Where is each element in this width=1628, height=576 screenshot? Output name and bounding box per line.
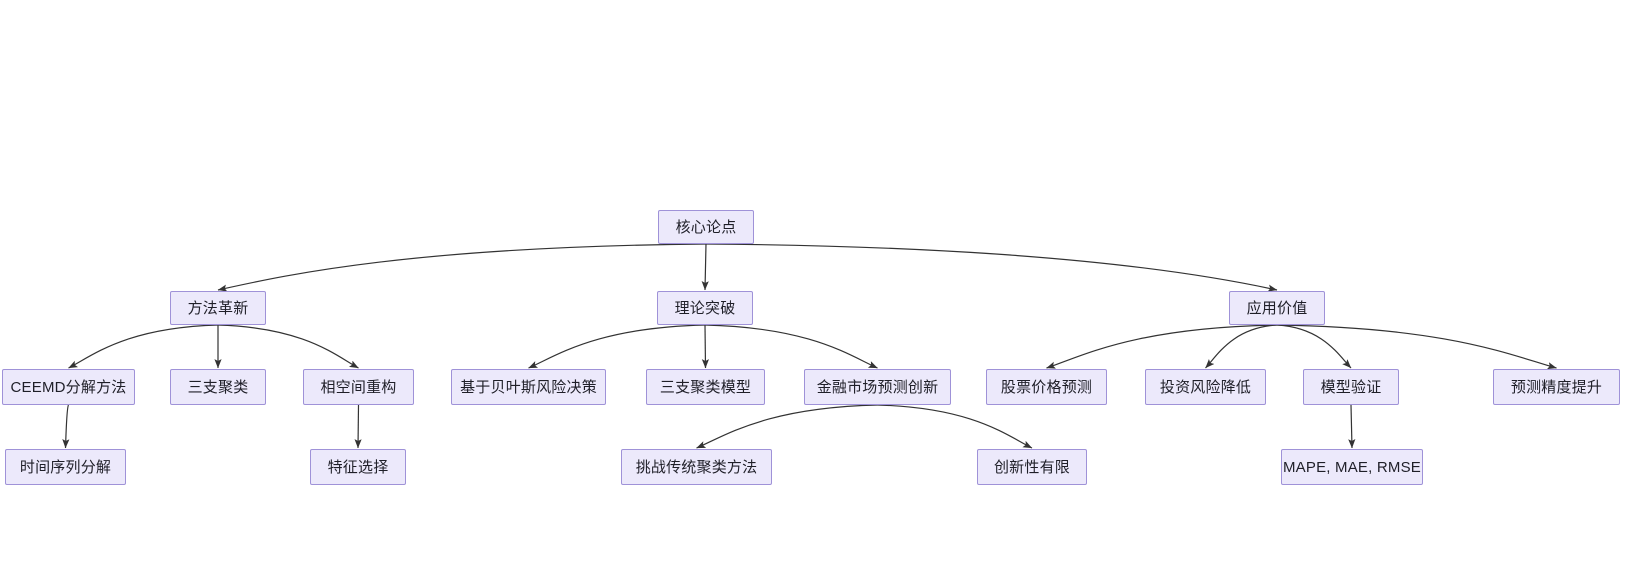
edge-n3-to-n3a [1046, 324, 1278, 369]
node-n1c1[interactable]: 特征选择 [310, 449, 406, 485]
edge-n2-to-n2b [701, 324, 709, 369]
edge-n1-to-n1c [217, 324, 359, 369]
node-n1[interactable]: 方法革新 [170, 291, 266, 325]
node-label: MAPE, MAE, RMSE [1282, 458, 1422, 476]
edge-n3-to-n3c [1276, 324, 1352, 369]
node-n3[interactable]: 应用价值 [1229, 291, 1325, 325]
edge-n2-to-n2a [528, 324, 706, 369]
node-label: 理论突破 [674, 299, 736, 317]
edge-n2c-to-n2c1 [696, 404, 878, 449]
edge-n2c-to-n2c2 [877, 404, 1033, 449]
node-n2c2[interactable]: 创新性有限 [977, 449, 1087, 485]
node-n1a1[interactable]: 时间序列分解 [5, 449, 126, 485]
edge-n3-to-n3b [1205, 324, 1278, 369]
node-n3c[interactable]: 模型验证 [1303, 369, 1399, 405]
node-label: 基于贝叶斯风险决策 [460, 378, 597, 396]
edge-n2-to-n2c [704, 324, 878, 369]
node-label: 股票价格预测 [1000, 378, 1093, 396]
node-label: CEEMD分解方法 [10, 378, 127, 396]
node-label: 预测精度提升 [1510, 378, 1603, 396]
node-label: 投资风险降低 [1159, 378, 1252, 396]
node-n1a[interactable]: CEEMD分解方法 [2, 369, 135, 405]
node-label: 时间序列分解 [19, 458, 112, 476]
node-root[interactable]: 核心论点 [658, 210, 754, 244]
node-label: 相空间重构 [320, 378, 397, 396]
node-label: 三支聚类 [187, 378, 249, 396]
node-label: 方法革新 [187, 299, 249, 317]
node-label: 挑战传统聚类方法 [635, 458, 758, 476]
edge-n1c-to-n1c1 [354, 404, 362, 449]
node-n2c1[interactable]: 挑战传统聚类方法 [621, 449, 772, 485]
edge-n1a-to-n1a1 [62, 404, 70, 449]
node-label: 创新性有限 [993, 458, 1070, 476]
node-label: 特征选择 [327, 458, 389, 476]
node-label: 核心论点 [675, 218, 737, 236]
node-n3c1[interactable]: MAPE, MAE, RMSE [1281, 449, 1423, 485]
node-label: 应用价值 [1246, 299, 1308, 317]
node-n3a[interactable]: 股票价格预测 [986, 369, 1107, 405]
edge-root-to-n1 [217, 243, 707, 292]
edge-n1-to-n1a [68, 324, 219, 369]
node-n1c[interactable]: 相空间重构 [303, 369, 414, 405]
edge-root-to-n3 [705, 243, 1278, 292]
node-n2a[interactable]: 基于贝叶斯风险决策 [451, 369, 606, 405]
edge-root-to-n2 [701, 243, 709, 291]
node-label: 模型验证 [1320, 378, 1382, 396]
node-n3b[interactable]: 投资风险降低 [1145, 369, 1266, 405]
node-n1b[interactable]: 三支聚类 [170, 369, 266, 405]
node-n3d[interactable]: 预测精度提升 [1493, 369, 1620, 405]
node-label: 金融市场预测创新 [816, 378, 939, 396]
node-n2b[interactable]: 三支聚类模型 [646, 369, 765, 405]
edge-n3-to-n3d [1276, 324, 1557, 370]
node-n2c[interactable]: 金融市场预测创新 [804, 369, 951, 405]
edge-n3c-to-n3c1 [1348, 404, 1356, 449]
node-label: 三支聚类模型 [659, 378, 752, 396]
node-n2[interactable]: 理论突破 [657, 291, 753, 325]
